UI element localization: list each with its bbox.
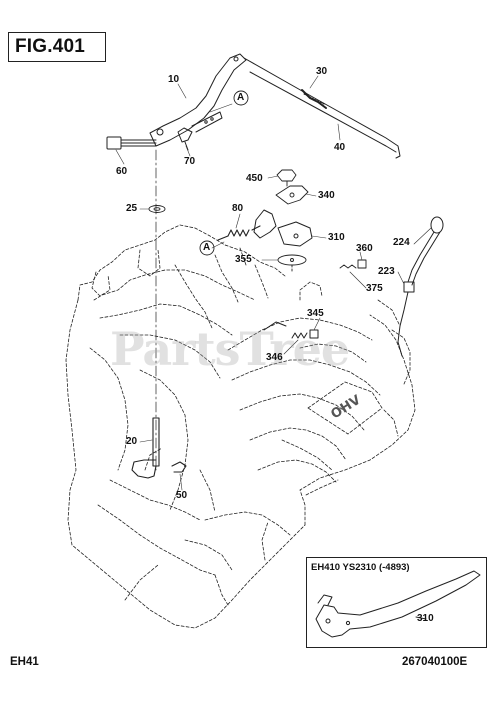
inset-callout-310[interactable]: 310 [417, 613, 434, 624]
callout-346[interactable]: 346 [266, 352, 283, 363]
part-lever-clip [177, 127, 193, 151]
engine-block-outline [65, 224, 416, 629]
inset-variant-box: EH410 YS2310 (-4893) 310 [306, 557, 487, 648]
part-governor-rod [131, 417, 187, 479]
callout-450[interactable]: 450 [246, 173, 263, 184]
callout-50[interactable]: 50 [176, 490, 188, 501]
rocker-cover [307, 381, 383, 435]
callout-60[interactable]: 60 [116, 166, 128, 177]
callout-355[interactable]: 355 [235, 254, 252, 265]
inset-lever-drawing [315, 570, 481, 638]
part-governor-spring [217, 225, 261, 241]
part-governor-plate [275, 185, 309, 205]
inset-title: EH410 YS2310 (-4893) [311, 562, 410, 573]
callout-360[interactable]: 360 [356, 243, 373, 254]
part-nut [276, 169, 297, 187]
leader-lines [115, 75, 432, 491]
callout-30[interactable]: 30 [316, 66, 328, 77]
callout-70[interactable]: 70 [184, 156, 196, 167]
part-throttle-rods [243, 57, 401, 159]
callout-a-left[interactable]: A [203, 242, 211, 253]
callout-224[interactable]: 224 [393, 237, 410, 248]
watermark: PartsTree [110, 322, 350, 376]
callout-a-top[interactable]: A [237, 92, 245, 103]
figure-title: FIG.401 [8, 32, 106, 62]
callout-310[interactable]: 310 [328, 232, 345, 243]
reference-marker-a-top [233, 90, 249, 106]
callout-10[interactable]: 10 [168, 74, 180, 85]
part-control-lever [253, 209, 313, 247]
callout-20[interactable]: 20 [126, 436, 138, 447]
callout-25[interactable]: 25 [126, 203, 138, 214]
part-governor-lever [149, 53, 247, 147]
part-friction-disc [277, 254, 307, 273]
footer-model: EH41 [10, 656, 39, 668]
callout-375[interactable]: 375 [366, 283, 383, 294]
footer-drawing-number: 267040100E [402, 656, 468, 668]
callout-40[interactable]: 40 [334, 142, 346, 153]
callout-223[interactable]: 223 [378, 266, 395, 277]
callout-345[interactable]: 345 [307, 308, 324, 319]
part-bolt [106, 136, 157, 150]
part-choke-knob-cable [397, 216, 444, 357]
part-washer [148, 205, 166, 213]
reference-marker-a-left [199, 240, 215, 256]
callout-80[interactable]: 80 [232, 203, 244, 214]
part-spring-pin [339, 259, 367, 269]
callout-340[interactable]: 340 [318, 190, 335, 201]
